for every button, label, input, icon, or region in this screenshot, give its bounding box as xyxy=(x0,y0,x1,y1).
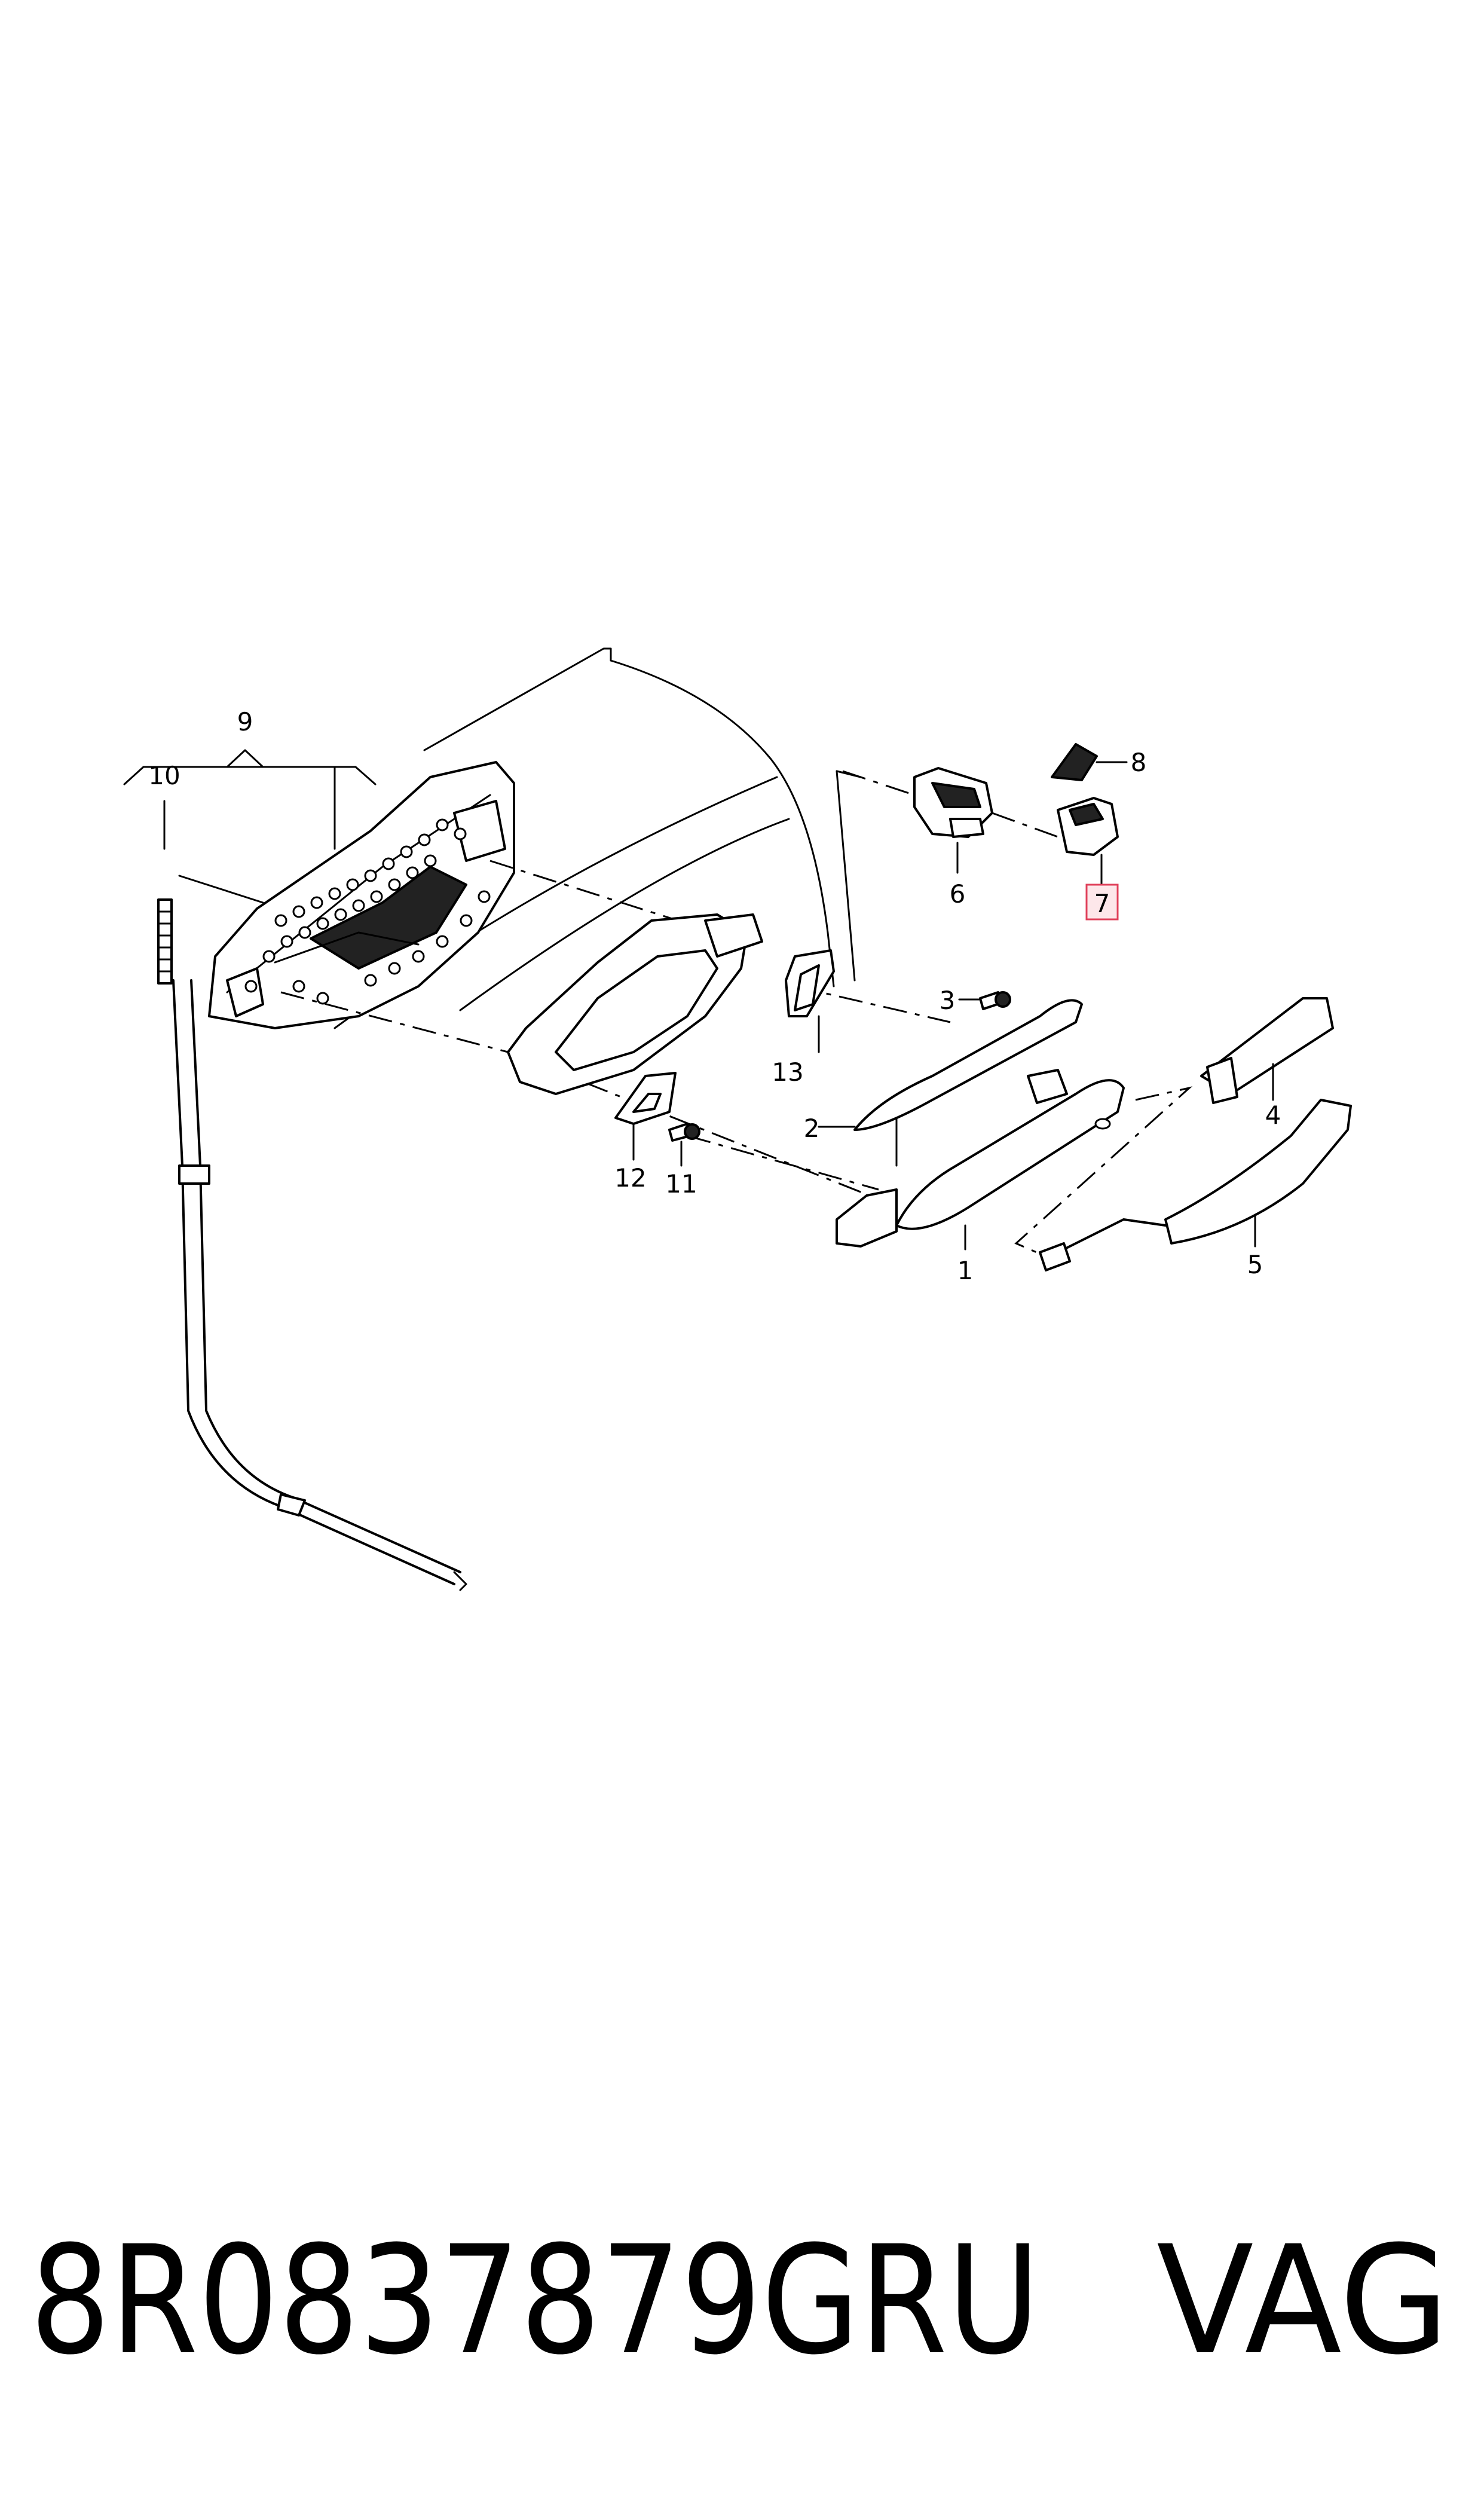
seal-13 xyxy=(785,949,835,1017)
callout-6[interactable]: 6 xyxy=(950,879,966,909)
trim-cap-8 xyxy=(1051,743,1128,781)
callouts: 9 10 8 7 6 3 13 2 12 11 4 1 5 xyxy=(148,707,1281,1285)
handle-cover-2 xyxy=(818,999,1083,1167)
screw-3 xyxy=(958,991,1011,1010)
carrier-holes xyxy=(244,818,491,1005)
screw-11 xyxy=(668,1123,700,1142)
callout-7[interactable]: 7 xyxy=(1094,889,1110,918)
seal-4 xyxy=(1200,997,1334,1104)
callout-11[interactable]: 11 xyxy=(665,1169,697,1199)
callout-2[interactable]: 2 xyxy=(804,1114,820,1143)
handle-escutcheon xyxy=(507,913,763,1095)
callout-13[interactable]: 13 xyxy=(772,1057,803,1087)
callout-4[interactable]: 4 xyxy=(1265,1100,1281,1130)
gasket-12 xyxy=(614,1072,677,1125)
callout-10[interactable]: 10 xyxy=(148,761,180,790)
callout-12[interactable]: 12 xyxy=(614,1163,646,1193)
outer-handle-1 xyxy=(836,1069,1125,1251)
brand-label: VAG xyxy=(1156,2214,1449,2387)
callout-3[interactable]: 3 xyxy=(940,986,956,1015)
bracket-9 xyxy=(123,749,377,850)
part-number: 8R0837879GRU xyxy=(30,2214,1040,2387)
bowden-cable xyxy=(157,898,467,1591)
cap-7 xyxy=(1057,797,1119,885)
callout-7-highlight xyxy=(1085,883,1119,921)
callout-8[interactable]: 8 xyxy=(1131,748,1147,777)
footer: 8R0837879GRU VAG xyxy=(30,2214,1449,2387)
lock-housing-6 xyxy=(913,767,993,838)
handle-with-wiring-5 xyxy=(1039,1099,1352,1271)
callout-leaders xyxy=(632,842,959,1167)
callout-9[interactable]: 9 xyxy=(237,707,253,736)
callout-1[interactable]: 1 xyxy=(957,1256,974,1285)
callout-5[interactable]: 5 xyxy=(1247,1250,1263,1279)
